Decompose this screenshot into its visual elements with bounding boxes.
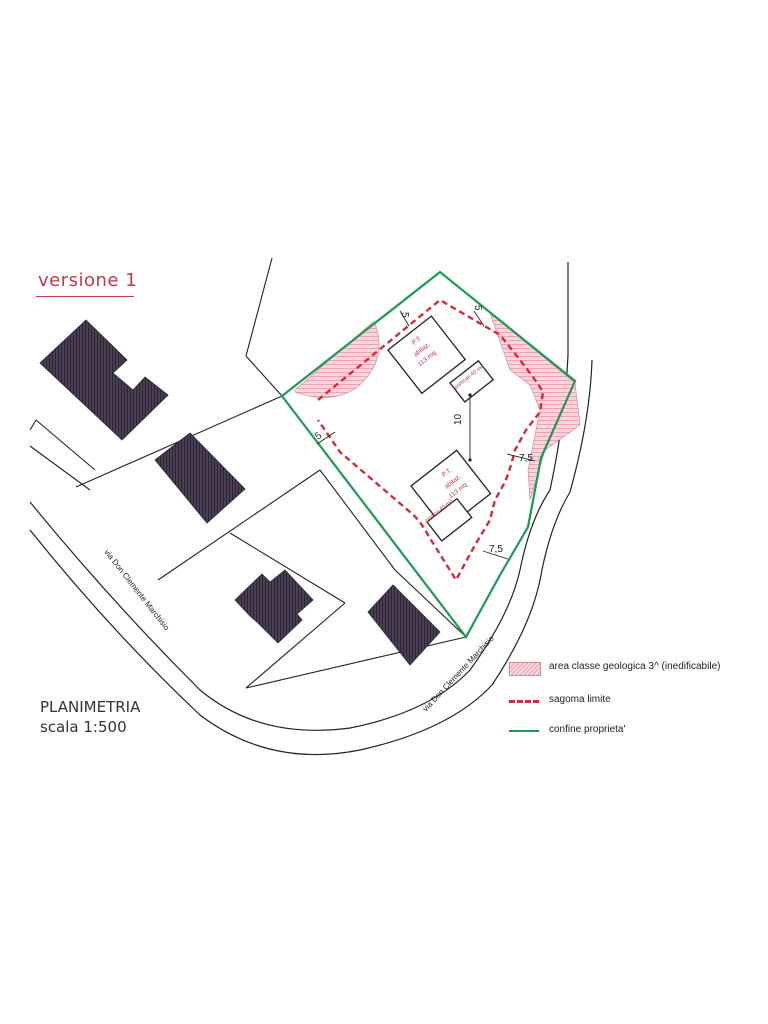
legend-limit-label: sagoma limite <box>549 694 611 705</box>
geological-areas <box>294 312 581 501</box>
road <box>29 262 593 756</box>
geological-area-right <box>489 312 581 501</box>
version-title: versione 1 <box>38 270 138 291</box>
street-label-right: via Don Clemente Marchisio <box>421 634 496 714</box>
plan-title: PLANIMETRIA <box>40 698 141 716</box>
dim-right-lower: 7,5 <box>489 544 503 555</box>
existing-building-3 <box>234 569 314 644</box>
existing-building-4 <box>367 584 441 666</box>
property-boundary <box>280 270 577 640</box>
dimension-lines <box>316 310 536 560</box>
legend-item-boundary: confine proprieta' <box>509 723 749 739</box>
proposed-building-lower <box>410 449 492 542</box>
dim-top-right: 5 <box>472 305 483 311</box>
street-label-left: via Don Clemente Marchisio <box>102 548 171 633</box>
geological-area-left <box>294 320 380 398</box>
dashed-line-swatch-icon <box>509 700 539 703</box>
proposed-building-upper <box>387 315 495 403</box>
existing-buildings <box>39 319 441 666</box>
legend-item-geological: area classe geologica 3^ (inedificabile) <box>509 660 749 676</box>
dim-spacing: 10 <box>453 413 464 425</box>
dim-right-upper: 7,5 <box>519 453 533 464</box>
legend-item-limit: sagoma limite <box>509 693 749 709</box>
legend-geological-label: area classe geologica 3^ (inedificabile) <box>549 661 721 672</box>
legend-boundary-label: confine proprieta' <box>549 724 626 735</box>
dim-top-left: 5 <box>399 312 410 318</box>
plan-caption: PLANIMETRIA scala 1:500 <box>40 697 140 737</box>
hatch-swatch-icon <box>509 662 541 676</box>
plan-scale: scala 1:500 <box>40 718 127 736</box>
dimension-arrows <box>468 393 472 462</box>
existing-building-2 <box>154 432 246 524</box>
version-title-underline <box>36 296 134 297</box>
limit-outline <box>317 298 545 583</box>
green-line-swatch-icon <box>509 730 539 732</box>
dim-left: 5 <box>313 430 325 442</box>
existing-building-1 <box>39 319 169 441</box>
